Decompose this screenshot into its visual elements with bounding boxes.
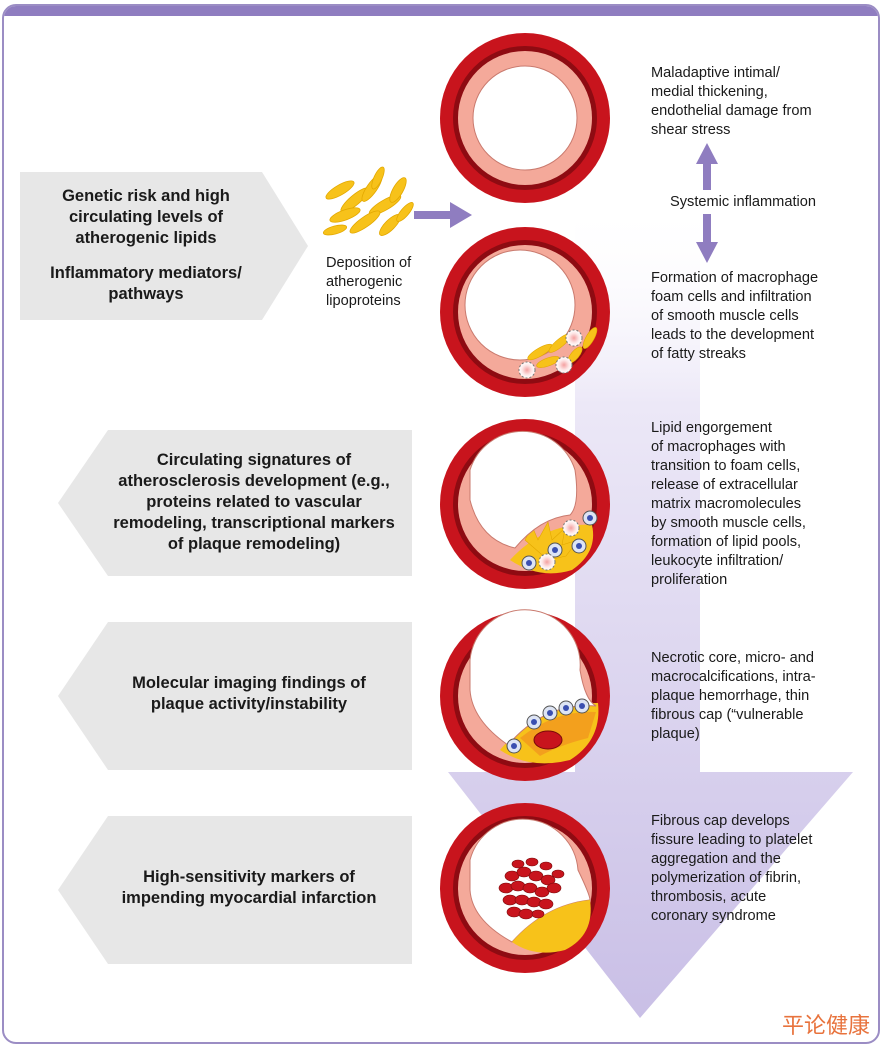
stage-2-description: Formation of macrophage foam cells and i…: [651, 270, 819, 362]
panel-circulating: [58, 430, 412, 576]
stage-3-description: Lipid engorgement of macrophages with tr…: [651, 420, 806, 588]
artery-stage-3: [440, 419, 610, 589]
panel-genetic-risk-text: Genetic risk and high circulating levels…: [28, 182, 264, 308]
systemic-inflammation-label: Systemic inflammation: [670, 193, 816, 212]
panel-molecular-text: Molecular imaging findings of plaque act…: [132, 674, 366, 713]
panel-genetic-risk: [20, 172, 308, 320]
panel-high-sensitivity: [58, 816, 412, 964]
watermark: 平论健康: [781, 1014, 870, 1039]
stage-1-description: Maladaptive intimal/ medial thickening, …: [651, 65, 812, 138]
stage-5-description: Fibrous cap develops fissure leading to …: [651, 813, 813, 924]
genetic-risk-label: Genetic risk and high circulating levels…: [62, 186, 230, 247]
inflammatory-label: Inflammatory mediators/ pathways: [50, 263, 242, 303]
thrombus-cluster: [498, 857, 565, 920]
deposition-label: Deposition of atherogenic lipoproteins: [326, 255, 412, 309]
systemic-down-arrow: [696, 214, 718, 263]
artery-stage-2: [440, 227, 610, 397]
panel-molecular: [58, 622, 412, 770]
artery-stage-4: [440, 609, 610, 781]
artery-stage-5: [440, 803, 610, 973]
lipoprotein-cluster: [322, 166, 414, 236]
systemic-up-arrow: [696, 143, 718, 190]
stage-4-description: Necrotic core, micro- and macrocalcifica…: [651, 650, 816, 742]
panel-circulating-text: Circulating signatures of atherosclerosi…: [113, 450, 395, 553]
deposition-arrow: [414, 202, 472, 228]
diagram-frame: [2, 4, 880, 1044]
panel-high-sensitivity-text: High-sensitivity markers of impending my…: [121, 868, 377, 907]
top-accent-bar: [4, 6, 878, 16]
artery-stage-1: [440, 33, 610, 203]
